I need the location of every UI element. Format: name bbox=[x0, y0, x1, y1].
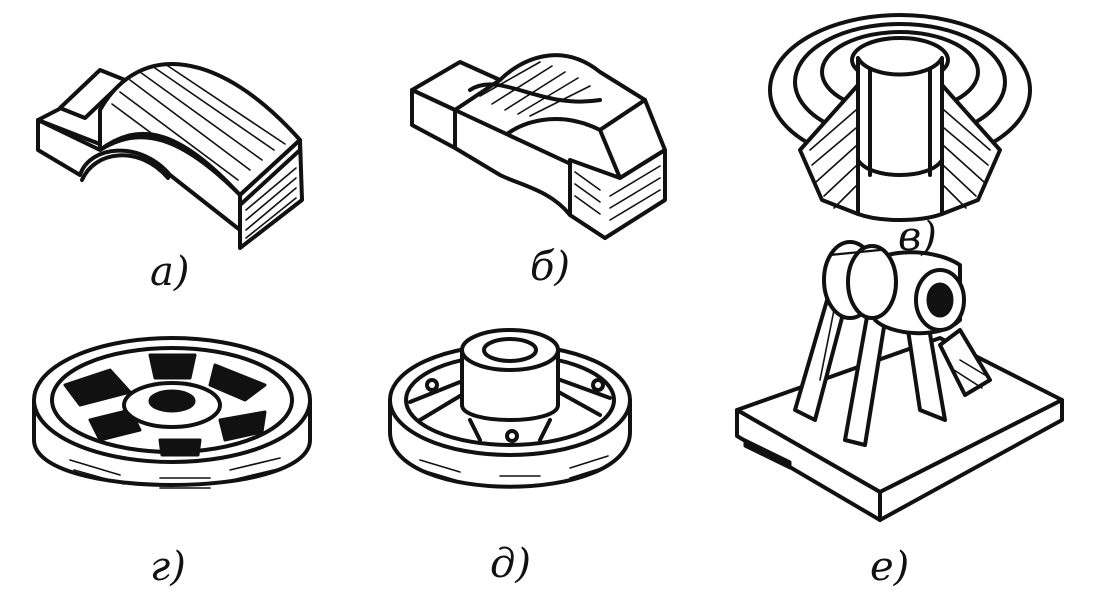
part-b-hatch bbox=[479, 61, 591, 117]
part-a-right-hatch bbox=[245, 167, 297, 239]
label-a: а) bbox=[150, 249, 189, 295]
part-b-bearing-base bbox=[410, 53, 667, 240]
label-d: д) bbox=[490, 541, 531, 587]
part-g-spoked-pulley bbox=[32, 336, 312, 489]
label-e: е) bbox=[870, 544, 909, 590]
part-b-right-hatch bbox=[574, 165, 661, 221]
part-g-rim-hatch bbox=[69, 457, 283, 489]
part-e-plate-hatch bbox=[819, 299, 991, 389]
part-d-rim-hatch bbox=[419, 455, 609, 487]
part-d-web-pulley bbox=[388, 328, 632, 489]
part-a-bearing-cap bbox=[36, 62, 304, 250]
label-b: б) bbox=[530, 244, 570, 290]
part-v-left-section-hatch bbox=[809, 109, 857, 209]
label-v: в) bbox=[898, 214, 937, 260]
part-v-collar-section bbox=[768, 13, 1032, 222]
label-g: г) bbox=[150, 544, 186, 590]
part-v-right-section-hatch bbox=[943, 109, 991, 209]
part-e-bracket bbox=[735, 240, 1064, 522]
